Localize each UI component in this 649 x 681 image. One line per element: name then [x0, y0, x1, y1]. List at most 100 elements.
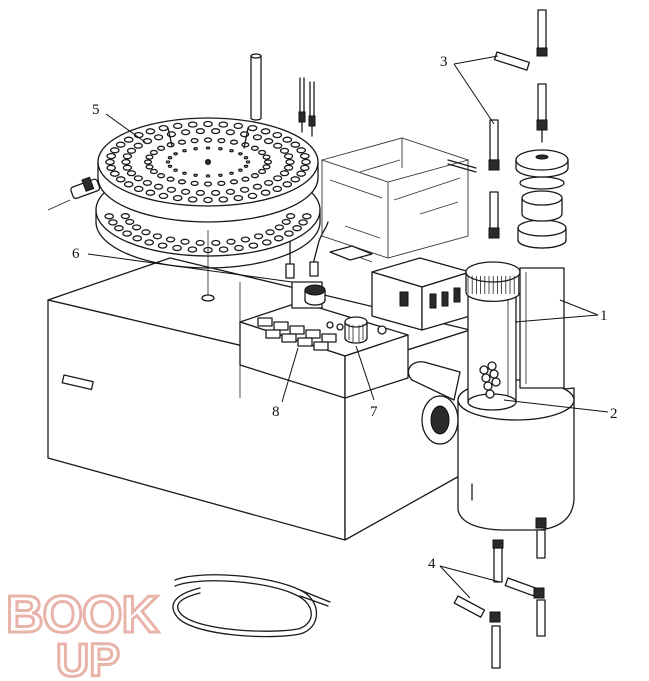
sample-hole — [292, 225, 302, 232]
sample-hole — [241, 176, 250, 182]
sample-hole — [165, 236, 176, 243]
sample-hole — [141, 229, 151, 236]
sample-hole — [273, 235, 284, 242]
sample-hole — [218, 147, 223, 151]
sample-hole — [203, 181, 213, 187]
sample-hole — [133, 142, 143, 149]
sample-hole — [260, 128, 271, 135]
sample-hole — [240, 236, 251, 243]
fittings-bottom — [453, 517, 547, 669]
sample-hole — [182, 171, 187, 175]
sample-hole — [234, 244, 244, 252]
sample-hole — [145, 128, 156, 135]
sample-hole — [245, 160, 251, 164]
sample-hole — [177, 139, 187, 145]
sample-hole — [123, 136, 134, 143]
sample-hole — [296, 147, 307, 154]
sample-hole — [187, 246, 198, 253]
sample-hole — [145, 164, 154, 170]
sample-hole — [187, 196, 198, 203]
sample-hole — [172, 122, 183, 130]
sample-hole — [149, 149, 158, 156]
pump-housing — [329, 245, 471, 331]
sample-hole — [285, 213, 296, 220]
label-1: 1 — [600, 308, 608, 324]
sample-hole — [225, 188, 236, 195]
sample-hole — [233, 122, 244, 130]
sample-hole — [157, 242, 168, 249]
sample-hole — [290, 176, 301, 183]
sample-hole — [172, 194, 183, 202]
sample-hole — [279, 170, 290, 177]
sample-hole — [167, 164, 173, 168]
sample-hole — [258, 149, 267, 156]
sample-hole — [248, 242, 259, 249]
loose-tubes — [250, 53, 316, 137]
sample-hole — [132, 235, 143, 242]
sample-carousel — [95, 117, 321, 302]
sample-hole — [262, 154, 271, 160]
sample-hole — [180, 188, 191, 195]
sample-hole — [250, 173, 259, 179]
sample-hole — [298, 219, 308, 226]
sample-hole — [205, 174, 211, 178]
watermark-line2: UP — [56, 634, 120, 681]
leader-lines — [87, 55, 609, 599]
sample-hole — [177, 179, 187, 185]
sample-hole — [299, 152, 310, 160]
sample-hole — [273, 142, 283, 149]
label-6: 6 — [72, 246, 80, 262]
injection-valve — [280, 217, 329, 309]
sample-hole — [165, 160, 171, 164]
sample-hole — [126, 147, 137, 154]
sample-hole — [149, 168, 158, 175]
sample-hole — [123, 181, 134, 188]
control-knob — [344, 316, 368, 344]
sample-hole — [109, 170, 120, 177]
label-7: 7 — [370, 404, 378, 420]
sample-hole — [122, 230, 132, 237]
sample-hole — [260, 189, 271, 196]
sample-hole — [109, 147, 120, 154]
sample-hole — [193, 173, 198, 177]
label-8: 8 — [272, 404, 280, 420]
sample-hole — [166, 142, 175, 148]
sample-hole — [210, 189, 221, 196]
sample-hole — [173, 152, 178, 156]
sample-hole — [265, 229, 275, 236]
sample-hole — [250, 145, 259, 151]
sample-hole — [247, 192, 258, 200]
sample-hole — [229, 149, 234, 153]
sample-hole — [281, 218, 291, 225]
sample-hole — [173, 168, 178, 172]
sample-hole — [238, 168, 243, 172]
part-labels: 1 2 3 4 5 6 7 8 — [72, 54, 618, 572]
sample-hole — [115, 176, 126, 183]
sample-hole — [187, 121, 198, 128]
sample-hole — [190, 137, 199, 144]
sample-hole — [283, 153, 294, 160]
sample-hole — [263, 138, 274, 145]
sample-hole — [144, 239, 155, 246]
sample-hole — [121, 158, 131, 166]
sample-hole — [143, 159, 153, 165]
sample-hole — [261, 239, 272, 246]
sample-hole — [195, 128, 206, 135]
sample-hole — [157, 173, 166, 179]
sample-hole — [301, 213, 312, 220]
sample-hole — [106, 152, 117, 160]
sample-hole — [299, 164, 310, 172]
sample-hole — [114, 225, 124, 232]
sample-hole — [145, 189, 156, 196]
sample-hole — [238, 152, 243, 156]
sample-hole — [296, 170, 307, 177]
sample-hole — [142, 179, 153, 186]
bookup-watermark: BOOK UP — [5, 585, 162, 681]
sample-hole — [253, 233, 264, 240]
sample-hole — [262, 164, 271, 170]
sample-hole — [217, 180, 226, 187]
sample-hole — [273, 175, 283, 182]
sample-hole — [217, 137, 226, 144]
sample-hole — [279, 147, 290, 154]
